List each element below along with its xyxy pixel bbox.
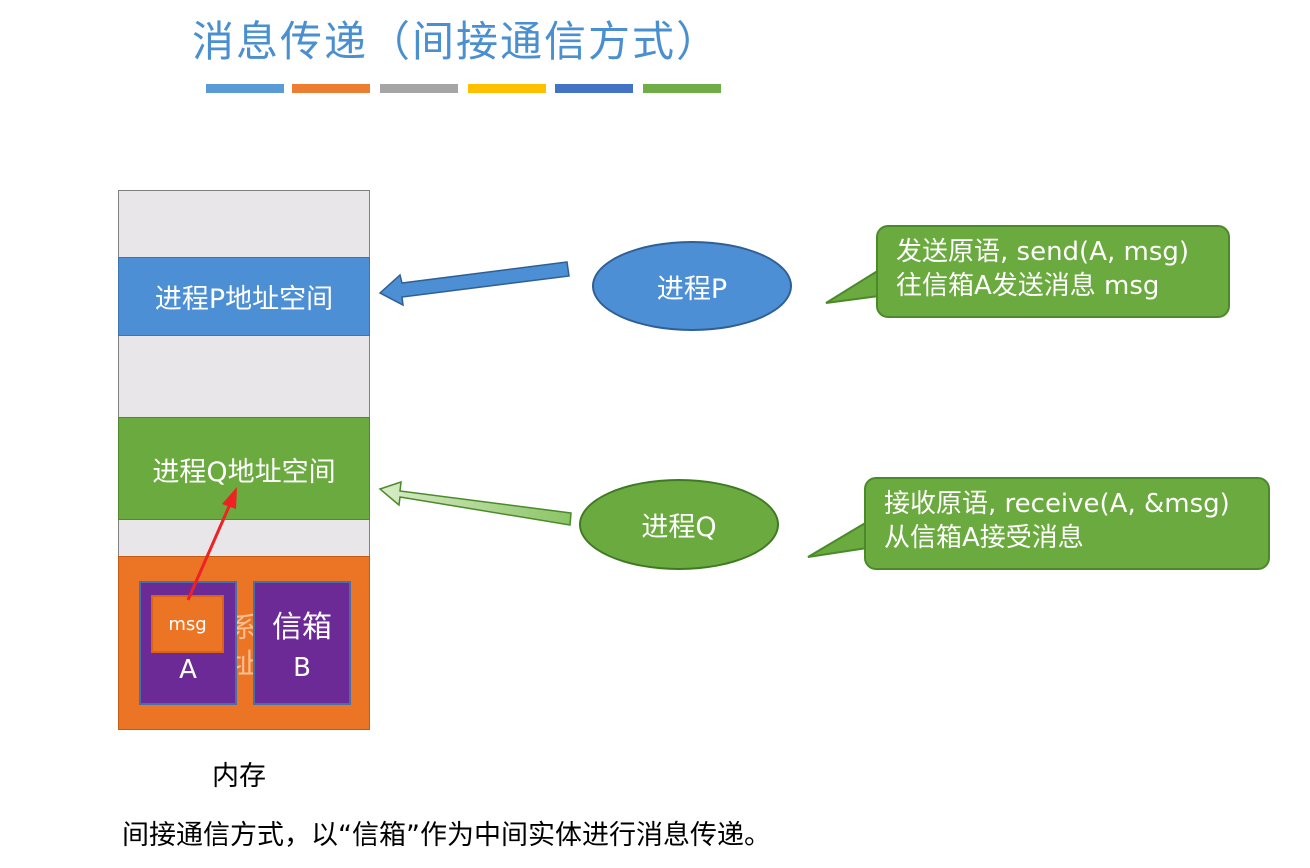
- color-bar-5: [555, 84, 633, 93]
- color-bar-2: [292, 84, 370, 93]
- callout-send-line2: 往信箱A发送消息 msg: [896, 271, 1160, 301]
- callout-p-tail: [825, 268, 880, 304]
- process-p: 进程P: [592, 241, 792, 331]
- color-bar-3: [380, 84, 458, 93]
- callout-send: 发送原语, send(A, msg) 往信箱A发送消息 msg: [876, 225, 1230, 318]
- slide-title: 消息传递（间接通信方式）: [192, 17, 721, 66]
- color-bar-6: [643, 84, 721, 93]
- arrow-p-to-address-space: [378, 261, 570, 307]
- callout-receive: 接收原语, receive(A, &msg) 从信箱A接受消息: [864, 477, 1270, 570]
- red-arrow-head: [222, 487, 237, 509]
- callout-send-line1: 发送原语, send(A, msg): [896, 237, 1190, 267]
- mailbox-b-title: 信箱: [272, 610, 332, 645]
- mailbox-b: 信箱 B: [253, 581, 351, 705]
- process-q: 进程Q: [579, 479, 779, 570]
- footnote: 间接通信方式，以“信箱”作为中间实体进行消息传递。: [122, 820, 771, 851]
- red-arrow-line: [186, 501, 233, 601]
- memory-label: 内存: [212, 761, 266, 792]
- mailbox-b-letter: B: [293, 653, 311, 683]
- callout-q-tail: [807, 520, 868, 558]
- callout-receive-line1: 接收原语, receive(A, &msg): [884, 489, 1230, 519]
- message-box: msg: [151, 595, 224, 653]
- callout-receive-line2: 从信箱A接受消息: [884, 523, 1084, 553]
- color-bar-1: [206, 84, 284, 93]
- process-p-address-space: 进程P地址空间: [118, 257, 370, 336]
- mailbox-a-letter: A: [179, 655, 197, 685]
- process-q-address-space: 进程Q地址空间: [118, 417, 370, 520]
- color-bar-4: [468, 84, 546, 93]
- arrow-q-to-address-space: [378, 480, 572, 526]
